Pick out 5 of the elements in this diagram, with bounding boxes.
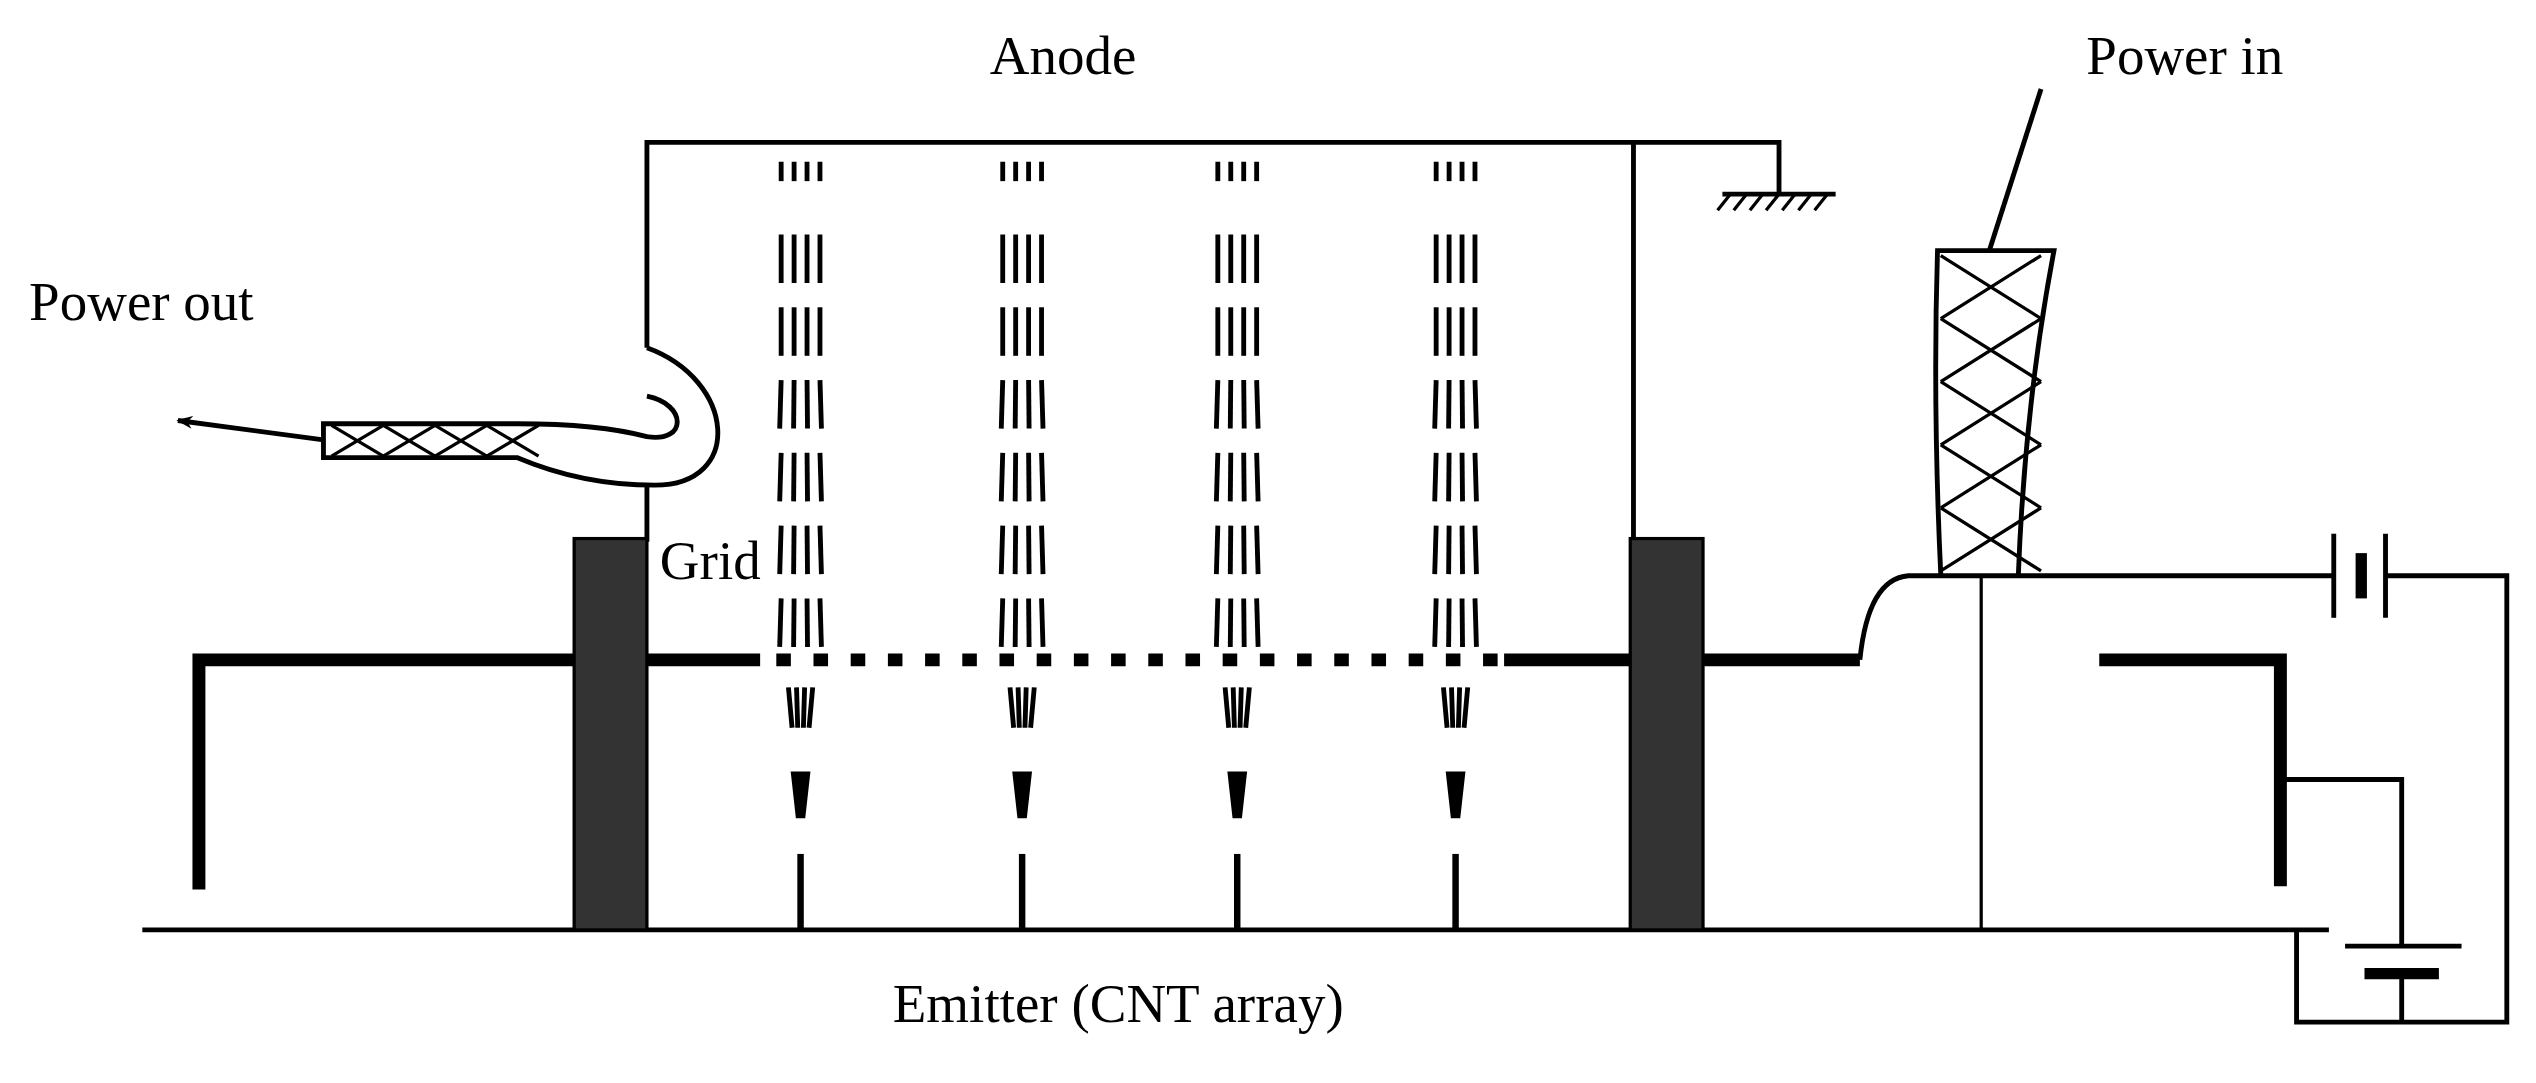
part-label: Power out [29,274,254,330]
part-label: Emitter (CNT array) [892,976,1344,1032]
part-label: Anode [989,29,1137,85]
part-label: Power in [2086,29,2284,85]
part-label: Grid [659,533,761,589]
